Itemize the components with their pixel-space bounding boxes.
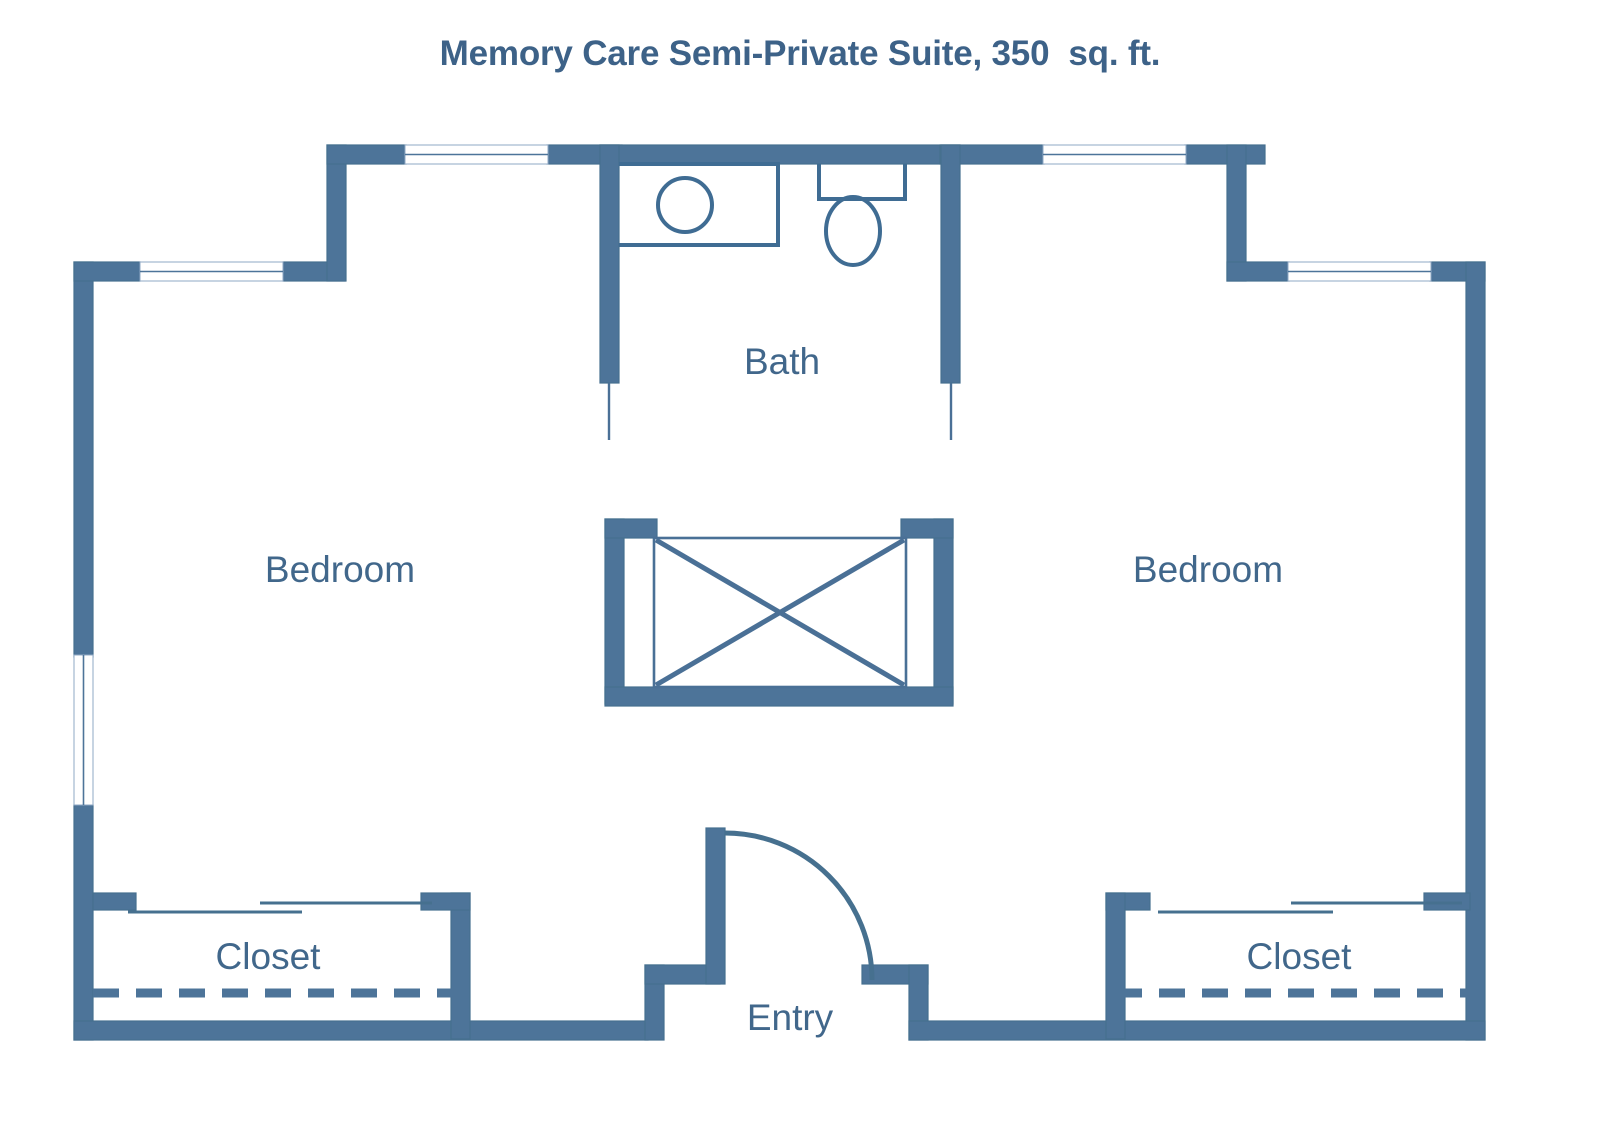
window-left-upper xyxy=(139,261,284,282)
wall-exterior-left-lower xyxy=(73,804,94,1041)
toilet-tank xyxy=(817,164,907,201)
wall-entry-door-panel xyxy=(705,827,726,985)
wall-center-unit-right-vertical xyxy=(933,518,954,705)
window-top-left xyxy=(404,144,549,165)
wall-center-unit-right-nub xyxy=(900,518,954,539)
wall-closet-right-left-vertical xyxy=(1105,892,1126,1040)
room-label-closet-right: Closet xyxy=(1247,936,1353,977)
room-label-bedroom-left: Bedroom xyxy=(265,549,415,590)
shared-center-closet-cross-2 xyxy=(654,537,906,688)
shared-center-closet xyxy=(652,536,908,689)
closet-rods xyxy=(128,901,1462,914)
wall-right-top-a xyxy=(1226,261,1290,282)
wall-closet-left-right-vertical xyxy=(450,892,471,1040)
bathroom-vanity-counter xyxy=(619,162,780,247)
wall-bottom-right xyxy=(908,1020,1486,1041)
wall-exterior-left-upper xyxy=(73,261,94,658)
wall-bottom-left xyxy=(73,1020,649,1041)
wall-bath-left xyxy=(599,144,620,384)
wall-right-step-vertical xyxy=(1226,144,1247,282)
window-left-wall-vertical xyxy=(73,654,94,806)
window-right-upper xyxy=(1287,261,1432,282)
entry-swing-door-arc xyxy=(724,830,875,981)
wall-closet-left-top xyxy=(92,892,137,911)
wall-group xyxy=(73,144,1486,1041)
room-label-bath: Bath xyxy=(744,341,820,382)
bath-door-openings xyxy=(607,383,953,440)
wall-top-bath xyxy=(599,144,961,165)
wall-left-step-vertical xyxy=(326,144,347,282)
wall-bath-right xyxy=(940,144,961,384)
round-sink-basin xyxy=(656,176,714,234)
wall-top-left-a xyxy=(326,144,407,165)
window-group xyxy=(73,144,1432,806)
toilet-bowl xyxy=(824,195,882,267)
wall-left-top-a xyxy=(73,261,141,282)
shared-center-closet-outline xyxy=(652,536,908,689)
wall-center-unit-left-nub xyxy=(604,518,658,539)
room-label-entry: Entry xyxy=(747,997,834,1038)
room-labels: Bath Bedroom Bedroom Closet Closet Entry xyxy=(216,341,1353,1038)
room-label-bedroom-right: Bedroom xyxy=(1133,549,1283,590)
wall-top-right-b xyxy=(1184,144,1266,165)
wall-center-unit-bottom xyxy=(604,686,954,707)
room-label-closet-left: Closet xyxy=(216,936,322,977)
wall-exterior-right xyxy=(1465,261,1486,1041)
window-top-right xyxy=(1042,144,1187,165)
wall-center-unit-left-vertical xyxy=(604,518,625,705)
page-title: Memory Care Semi-Private Suite, 350 sq. … xyxy=(439,34,1161,73)
bath-fixtures xyxy=(619,162,907,267)
